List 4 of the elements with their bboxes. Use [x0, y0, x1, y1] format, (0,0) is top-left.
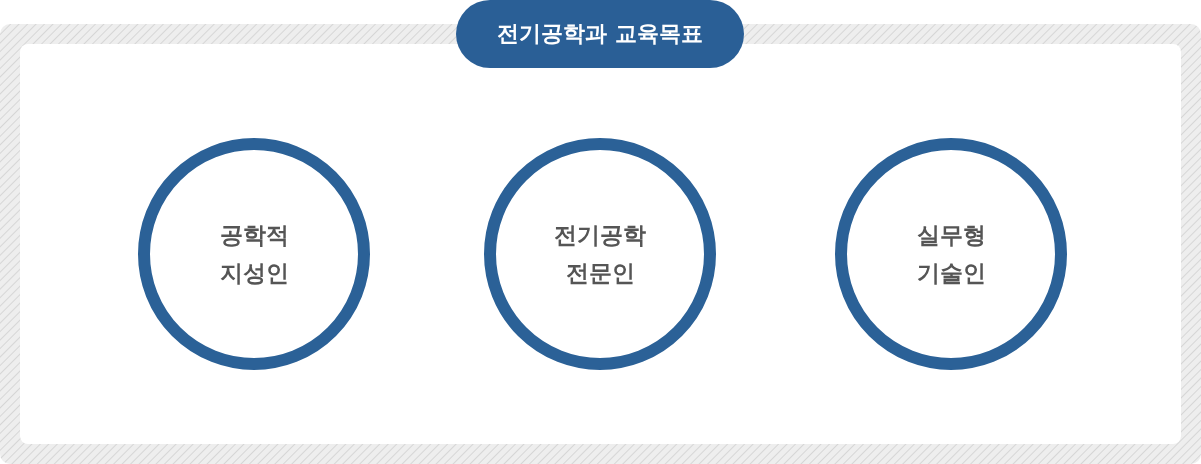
circle-label: 공학적 지성인 [218, 221, 290, 288]
circle-label: 전기공학 전문인 [553, 221, 647, 288]
circle-label: 실무형 기술인 [915, 221, 987, 288]
title-banner: 전기공학과 교육목표 [456, 0, 744, 68]
